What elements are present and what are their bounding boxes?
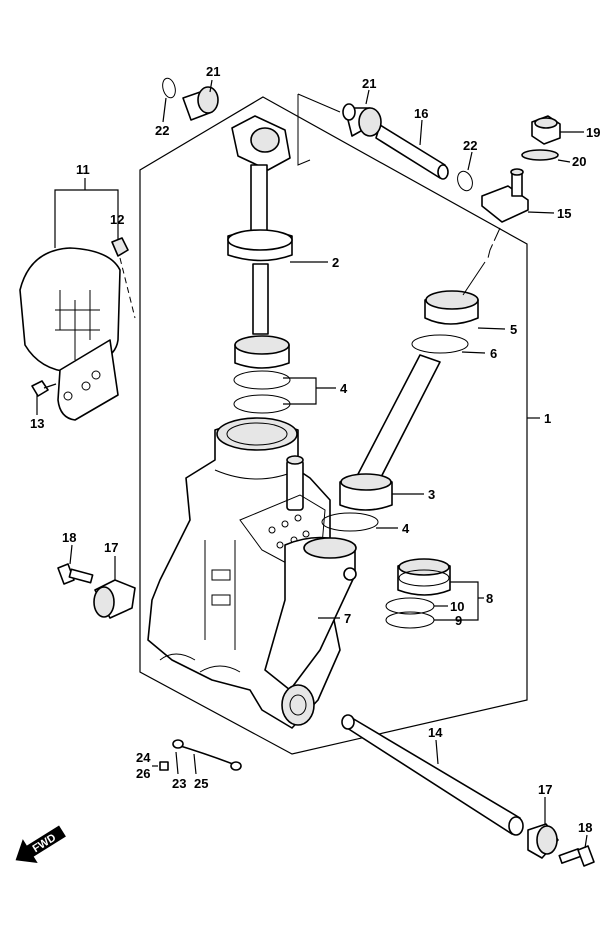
pin-16: [375, 124, 449, 180]
plug-5: [424, 290, 479, 325]
grommet-12: [111, 237, 129, 257]
label-10: 10: [450, 599, 464, 614]
cover-11: [19, 247, 121, 421]
label-25: 25: [194, 776, 208, 791]
oring-4-right: [321, 512, 379, 532]
label-19: 19: [586, 125, 600, 140]
label-20: 20: [572, 154, 586, 169]
label-21-right: 21: [362, 76, 376, 91]
label-2: 2: [332, 255, 339, 270]
label-8: 8: [486, 591, 493, 606]
bolt-18-left: [57, 563, 94, 585]
label-21-left: 21: [206, 64, 220, 79]
label-11: 11: [76, 162, 90, 177]
label-26: 26: [136, 766, 150, 781]
bushing-21-right: [342, 103, 382, 137]
label-14: 14: [428, 725, 443, 740]
leader-lines: [36, 79, 588, 849]
label-17-left: 17: [104, 540, 118, 555]
label-22-right: 22: [463, 138, 477, 153]
pin-guide-line: [297, 94, 311, 166]
ground-wire-assembly: [159, 739, 242, 771]
circlip-22-left: [162, 77, 176, 99]
fwd-arrow: FWD: [15, 825, 66, 864]
bracket-11: [54, 189, 119, 248]
label-23: 23: [172, 776, 186, 791]
pin-14: [341, 714, 524, 836]
label-15: 15: [557, 206, 571, 221]
piston-rod-2: [227, 115, 293, 335]
bushing-21-left: [182, 86, 219, 121]
bushing-17-right: [527, 823, 559, 859]
piston-and-orings-4-left: [233, 335, 291, 414]
label-13: 13: [30, 416, 44, 431]
valve-8: [397, 558, 451, 596]
circlip-22-right: [457, 170, 473, 192]
label-4-left: 4: [340, 381, 348, 396]
rod-3: [339, 354, 441, 511]
nut-19: [531, 115, 561, 145]
label-17-right: 17: [538, 782, 552, 797]
label-6: 6: [490, 346, 497, 361]
bushing-17-left: [93, 579, 136, 619]
fitting-15: [481, 168, 529, 223]
label-1: 1: [544, 411, 551, 426]
label-24: 24: [136, 750, 151, 765]
label-16: 16: [414, 106, 428, 121]
label-12: 12: [110, 212, 124, 227]
bolt-18-right: [558, 845, 595, 867]
label-7: 7: [344, 611, 351, 626]
label-22-left: 22: [155, 123, 169, 138]
fitting-guide-line: [487, 227, 501, 259]
assembly-boundary: [139, 96, 528, 755]
oring-6: [411, 334, 469, 354]
label-5: 5: [510, 322, 517, 337]
label-3: 3: [428, 487, 435, 502]
washer-20: [521, 149, 559, 161]
label-18-right: 18: [578, 820, 592, 835]
label-9: 9: [455, 613, 462, 628]
screw-13: [31, 380, 57, 397]
cylinder-body-1: [147, 417, 357, 729]
part-labels: 21 22 21 16 22 19 20 15 11 12 2 5 6 4 13…: [30, 64, 600, 835]
label-18-left: 18: [62, 530, 76, 545]
label-4-right: 4: [402, 521, 410, 536]
